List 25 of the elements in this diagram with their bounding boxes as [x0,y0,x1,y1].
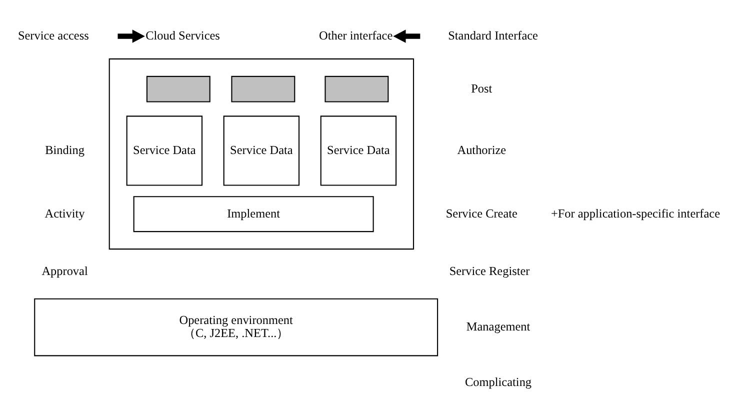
node-box: Service Data [126,115,203,186]
label: Activity [44,206,85,220]
label: Service access [18,28,89,42]
label: +For application-specific interface [550,206,720,220]
label: Standard Interface [448,28,538,42]
label: Binding [45,142,84,156]
node-text: Cloud Services [146,28,220,42]
arrow [393,29,420,42]
node-box [146,75,210,102]
arrow [118,29,145,42]
node-box: Service Data [223,115,300,186]
label: Service Create [446,206,518,220]
label: Complicating [465,374,532,389]
label: Authorize [457,142,506,156]
node-box [231,75,296,102]
cluster [108,58,414,250]
label: Approval [42,264,88,278]
node-text: Other interface [319,28,393,42]
node-box: Service Data [320,115,397,186]
label: Service Register [449,264,530,278]
node-box [324,75,389,102]
node-box: Operating environment （C, J2EE, .NET...） [34,298,438,356]
label: Management [466,319,530,334]
node-box: Implement [133,196,374,232]
label: Post [471,80,492,95]
